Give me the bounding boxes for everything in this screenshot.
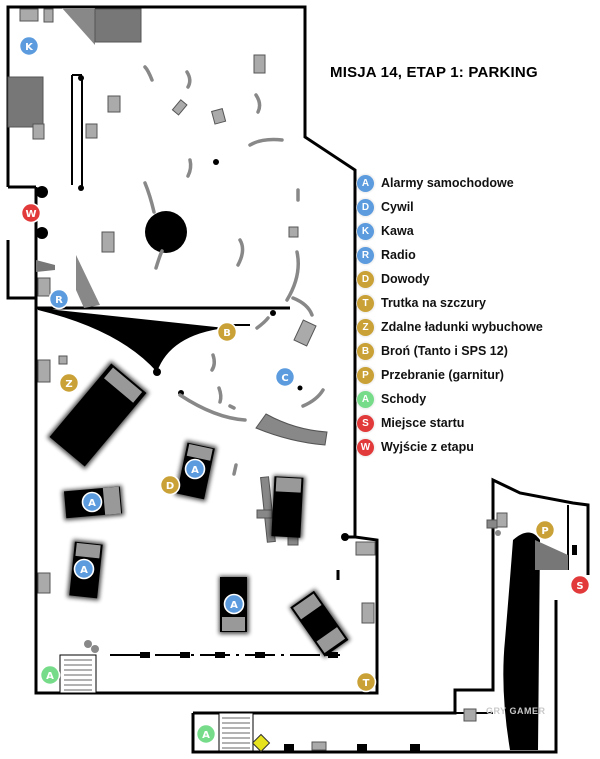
legend-label: Dowody (381, 272, 430, 286)
curved-ramp (255, 413, 328, 446)
legend-item: A Schody (357, 387, 597, 411)
map-marker-a-blue: A (73, 558, 95, 580)
legend-badge: A (357, 390, 374, 408)
svg-text:W: W (25, 209, 36, 220)
svg-text:R: R (55, 295, 63, 306)
legend-label: Cywil (381, 200, 414, 214)
legend-label: Miejsce startu (381, 416, 465, 430)
legend-label: Trutka na szczury (381, 296, 486, 310)
map-marker-p-gold: P (534, 519, 556, 541)
legend-label: Przebranie (garnitur) (381, 368, 504, 382)
barriers (143, 65, 325, 476)
legend-badge: K (357, 222, 374, 240)
shaded-zones (36, 8, 568, 750)
svg-text:A: A (191, 465, 199, 476)
map-marker-k-blue: K (18, 35, 40, 57)
svg-text:T: T (363, 678, 370, 689)
legend-item: Z Zdalne ładunki wybuchowe (357, 315, 597, 339)
watermark: GRY GAMER (486, 706, 546, 716)
legend-item: P Przebranie (garnitur) (357, 363, 597, 387)
svg-text:S: S (576, 581, 583, 592)
legend-item: S Miejsce startu (357, 411, 597, 435)
svg-text:A: A (230, 600, 238, 611)
map-marker-w-red: W (20, 202, 42, 224)
legend-badge: D (357, 198, 374, 216)
page-title: MISJA 14, ETAP 1: PARKING (330, 64, 538, 81)
svg-text:Z: Z (65, 379, 72, 390)
map-marker-t-gold: T (355, 671, 377, 693)
legend-item: D Dowody (357, 267, 597, 291)
doors (140, 545, 577, 752)
cars (46, 360, 351, 658)
svg-text:A: A (80, 565, 88, 576)
grey-dots (84, 530, 501, 653)
map-marker-a-blue: A (223, 593, 245, 615)
legend-label: Schody (381, 392, 427, 406)
svg-text:K: K (25, 42, 34, 53)
svg-text:C: C (281, 373, 288, 384)
legend-badge: W (357, 438, 374, 456)
map-marker-c-blue: C (274, 366, 296, 388)
waypoint-diamond-icon (251, 733, 271, 753)
svg-text:A: A (46, 671, 54, 682)
map-marker-a-blue: A (184, 458, 206, 480)
map-marker-r-blue: R (48, 288, 70, 310)
svg-text:B: B (223, 328, 231, 339)
svg-text:A: A (88, 498, 96, 509)
furniture (7, 8, 508, 752)
legend-badge: R (357, 246, 374, 264)
legend-item: R Radio (357, 243, 597, 267)
map-marker-s-red: S (569, 574, 591, 596)
legend-item: W Wyjście z etapu (357, 435, 597, 459)
map-marker-d-gold: D (159, 474, 181, 496)
legend-item: K Kawa (357, 219, 597, 243)
legend-label: Broń (Tanto i SPS 12) (381, 344, 508, 358)
legend-label: Alarmy samochodowe (381, 176, 514, 190)
legend-badge: A (357, 174, 374, 192)
svg-text:P: P (541, 526, 548, 537)
legend-badge: P (357, 366, 374, 384)
stairs (64, 659, 250, 749)
legend-badge: B (357, 342, 374, 360)
legend-badge: S (357, 414, 374, 432)
legend-item: B Broń (Tanto i SPS 12) (357, 339, 597, 363)
map-marker-b-gold: B (216, 321, 238, 343)
map-marker-a-green: A (195, 723, 217, 745)
legend-item: T Trutka na szczury (357, 291, 597, 315)
legend-item: A Alarmy samochodowe (357, 171, 597, 195)
legend-label: Zdalne ładunki wybuchowe (381, 320, 543, 334)
legend-badge: D (357, 270, 374, 288)
svg-text:A: A (202, 730, 210, 741)
svg-text:D: D (166, 481, 174, 492)
legend-badge: T (357, 294, 374, 312)
map-marker-a-blue: A (81, 491, 103, 513)
legend-label: Kawa (381, 224, 414, 238)
map-marker-z-gold: Z (58, 372, 80, 394)
map-marker-a-green: A (39, 664, 61, 686)
legend-item: D Cywil (357, 195, 597, 219)
legend-label: Wyjście z etapu (381, 440, 474, 454)
legend-badge: Z (357, 318, 374, 336)
legend-label: Radio (381, 248, 416, 262)
